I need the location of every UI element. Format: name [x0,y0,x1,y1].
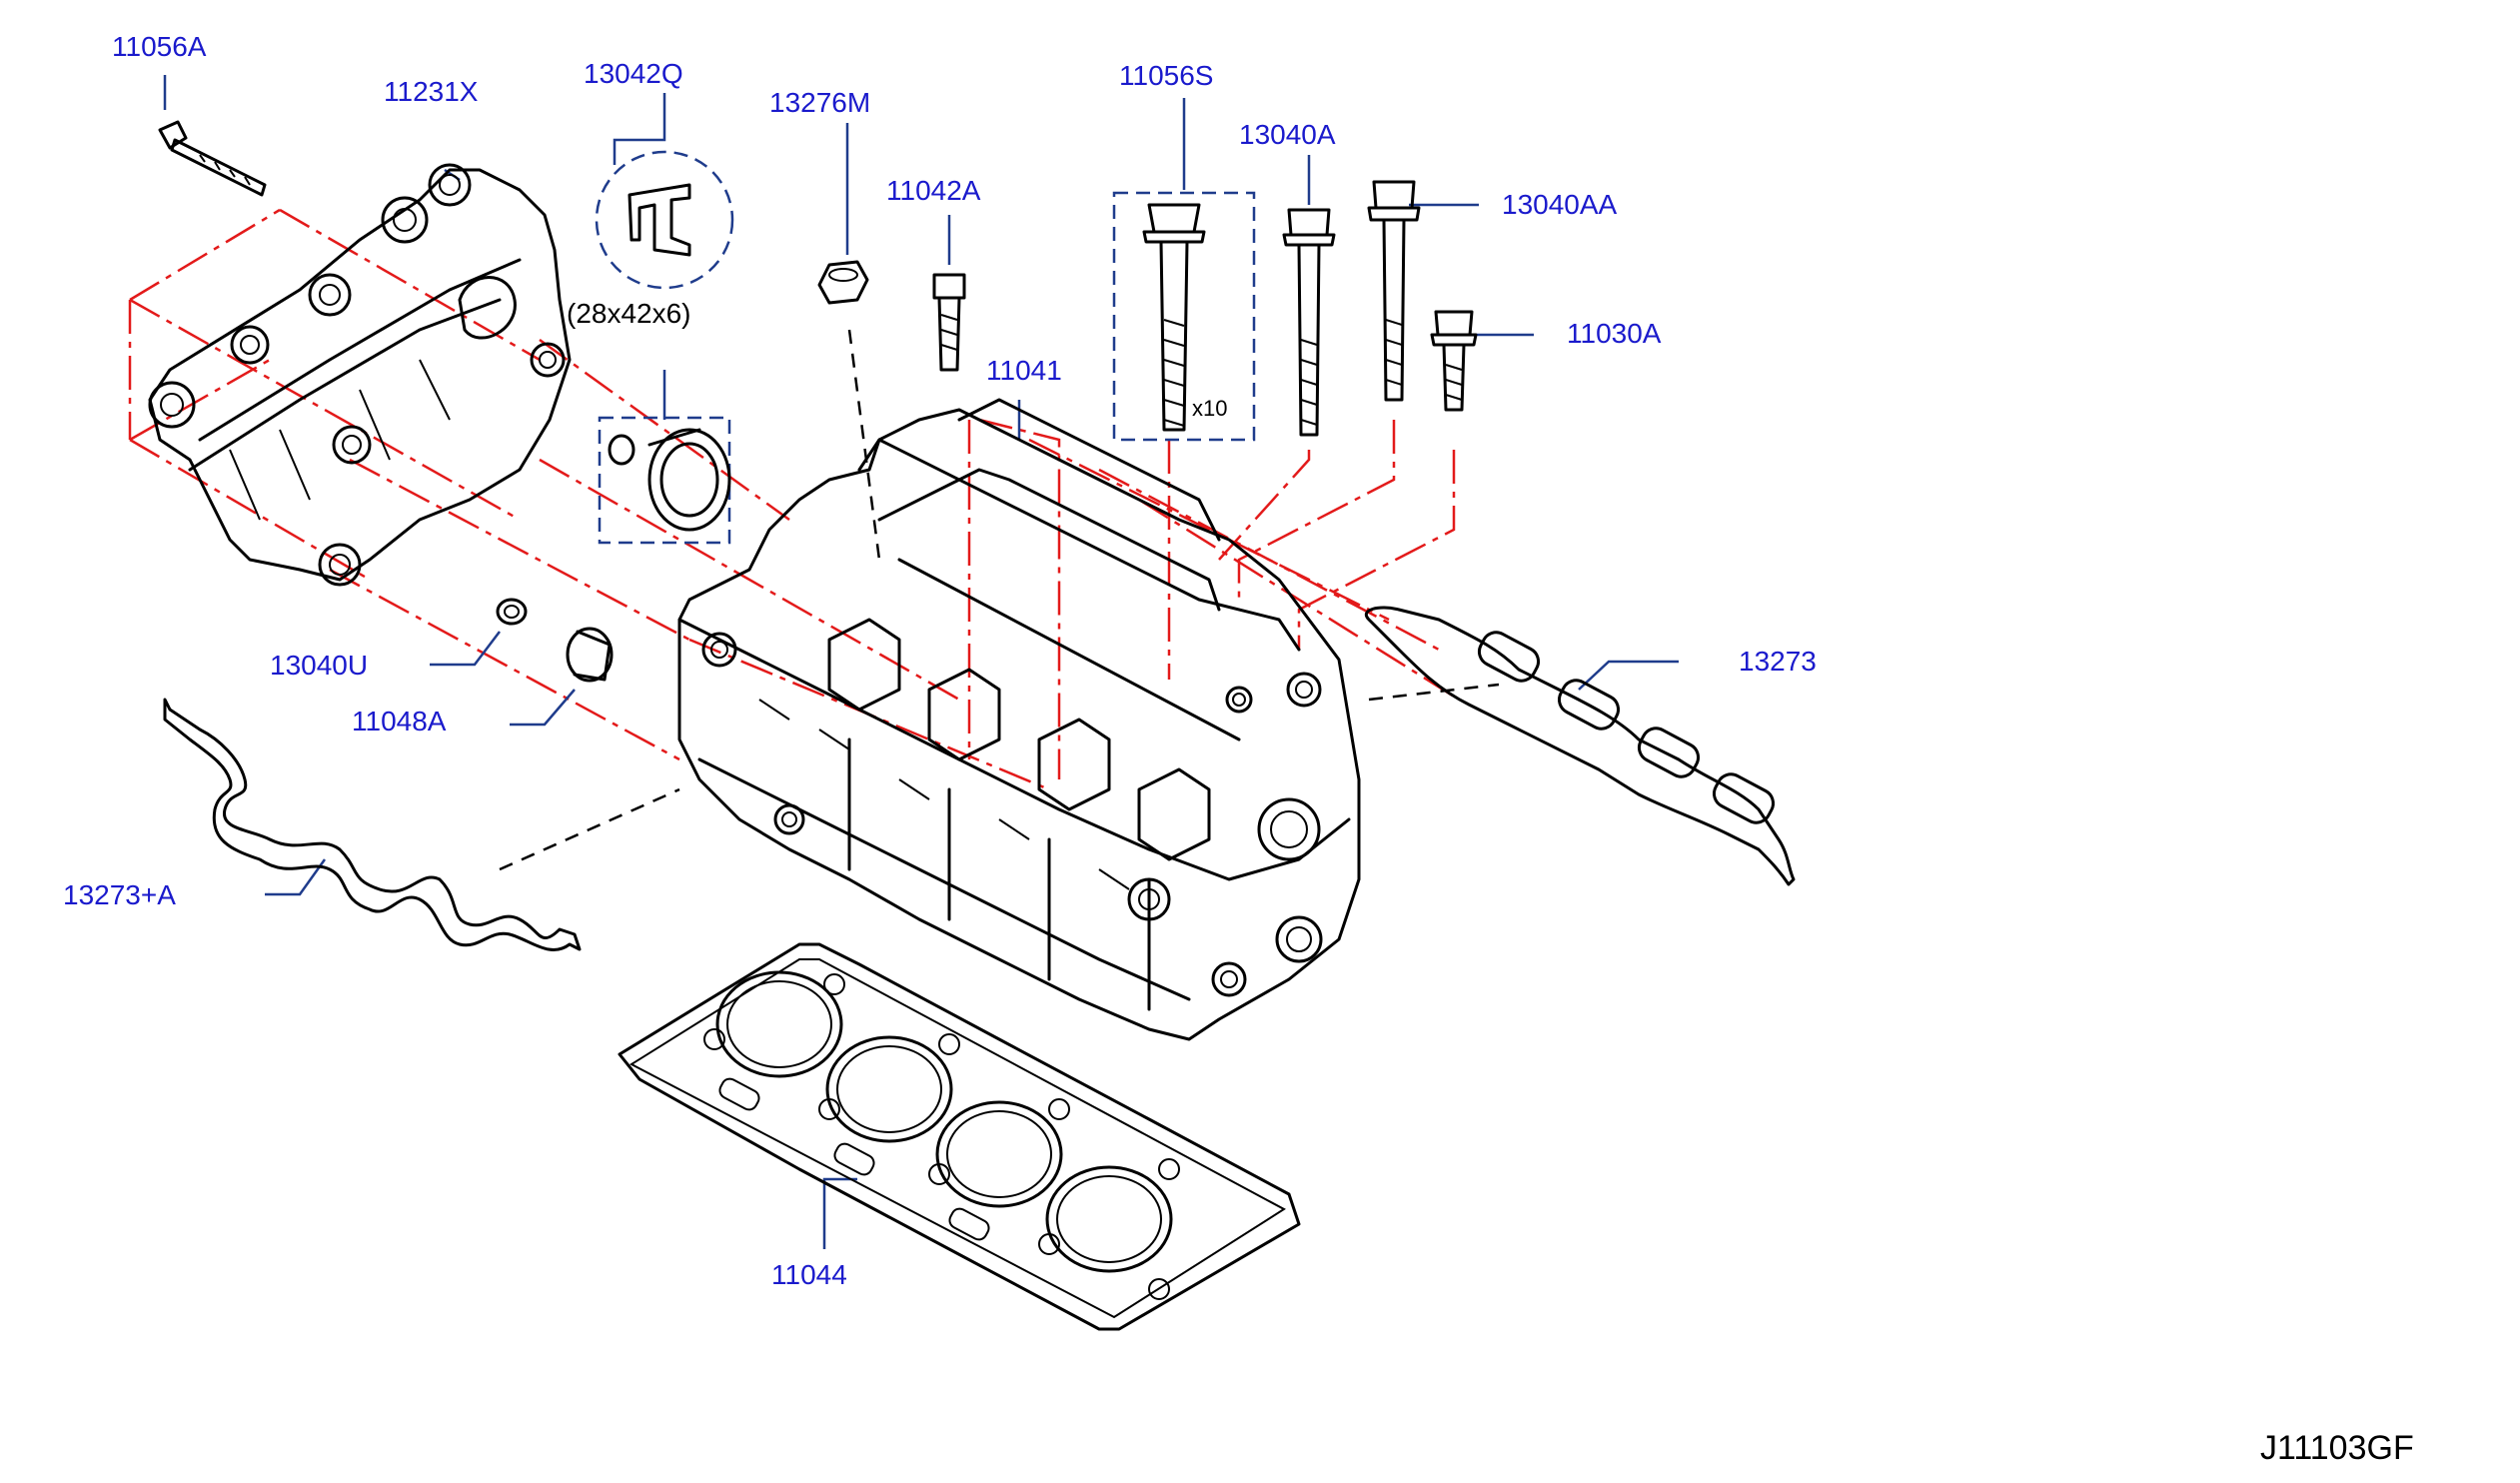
oil-seal [608,428,731,532]
label-13042Q: 13042Q [584,58,683,89]
bolt-quantity-note: x10 [1192,396,1228,421]
leader-lines [163,75,1679,1249]
bolt-11056S [1142,203,1206,432]
grouping-boxes [595,150,1256,545]
head-gasket-11044 [618,942,1301,1331]
label-11030A: 11030A [1567,318,1662,349]
manifold-gasket-13273 [1365,606,1796,886]
front-bracket-11231X [148,163,572,587]
diagram-code: J11103GF [2260,1429,2414,1467]
label-11041: 11041 [986,355,1062,386]
label-11056A: 11056A [112,31,207,62]
bolt-11042A [932,273,966,372]
label-11044: 11044 [771,1259,847,1290]
seal-detail-13042Q [628,183,691,257]
label-13273: 13273 [1739,646,1817,677]
label-13040U: 13040U [270,650,369,681]
bolt-11056A [158,120,267,197]
label-13040AA: 13040AA [1502,189,1618,220]
bolt-11030A [1430,310,1478,412]
cap-11048A [566,627,614,683]
seal-size-note: (28x42x6) [567,298,691,329]
nut-13276M [817,260,869,305]
label-11048A: 11048A [352,706,447,737]
plug-13040U [496,598,528,626]
bolt-13040AA [1367,180,1421,402]
label-13273A: 13273+A [63,879,176,910]
label-11231X: 11231X [384,76,479,107]
cylinder-head [677,398,1361,1041]
black-dashed-leaders [499,329,1500,871]
label-13276M: 13276M [769,87,871,118]
label-11056S: 11056S [1119,60,1214,91]
bolt-13040A [1282,208,1336,437]
centerlines [128,208,1460,791]
exhaust-gasket-13273A [163,698,582,951]
label-13040A: 13040A [1239,119,1336,150]
label-11042A: 11042A [886,175,981,206]
